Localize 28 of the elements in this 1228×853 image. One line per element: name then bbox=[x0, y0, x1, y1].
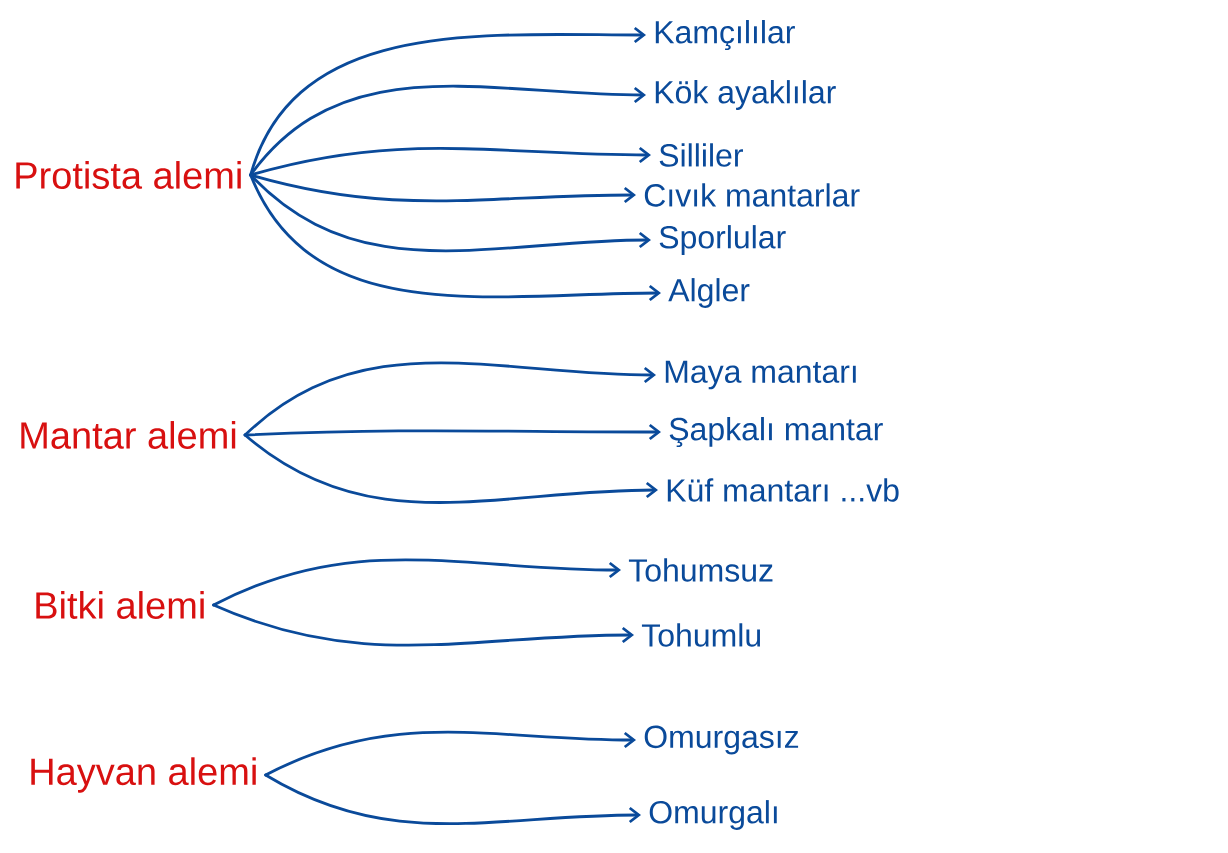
arrow bbox=[249, 173, 651, 253]
group-label: Küf mantarı ...vb bbox=[667, 478, 899, 502]
kingdom-label: Protista alemi bbox=[16, 161, 241, 189]
group-label: Algler bbox=[668, 278, 750, 308]
arrow bbox=[264, 730, 636, 777]
arrow bbox=[249, 146, 651, 177]
arrow bbox=[249, 84, 646, 177]
group-label: Omurgasız bbox=[644, 725, 799, 755]
group-label: Maya mantarı bbox=[665, 360, 856, 390]
kingdom-label: Bitki alemi bbox=[36, 591, 204, 619]
arrow bbox=[243, 361, 656, 437]
arrow bbox=[264, 773, 641, 826]
group-label: Kamçılılar bbox=[655, 20, 795, 50]
arrow bbox=[249, 173, 636, 204]
group-label: Kök ayaklılar bbox=[655, 80, 836, 110]
group-label: Şapkalı mantar bbox=[669, 417, 883, 447]
group-label: Sporlular bbox=[659, 225, 786, 255]
arrow bbox=[249, 173, 661, 302]
group-label: Omurgalı bbox=[649, 800, 777, 830]
kingdom-label: Hayvan alemi bbox=[31, 757, 256, 793]
kingdom-label: Mantar alemi bbox=[21, 421, 236, 449]
arrow bbox=[243, 433, 658, 504]
group-label: Tohumlu bbox=[641, 623, 761, 647]
group-label: Tohumsuz bbox=[628, 558, 773, 582]
group-label: Silliler bbox=[659, 143, 743, 167]
arrow bbox=[212, 603, 634, 647]
group-label: Cıvık mantarlar bbox=[644, 183, 860, 207]
arrow bbox=[212, 558, 621, 607]
